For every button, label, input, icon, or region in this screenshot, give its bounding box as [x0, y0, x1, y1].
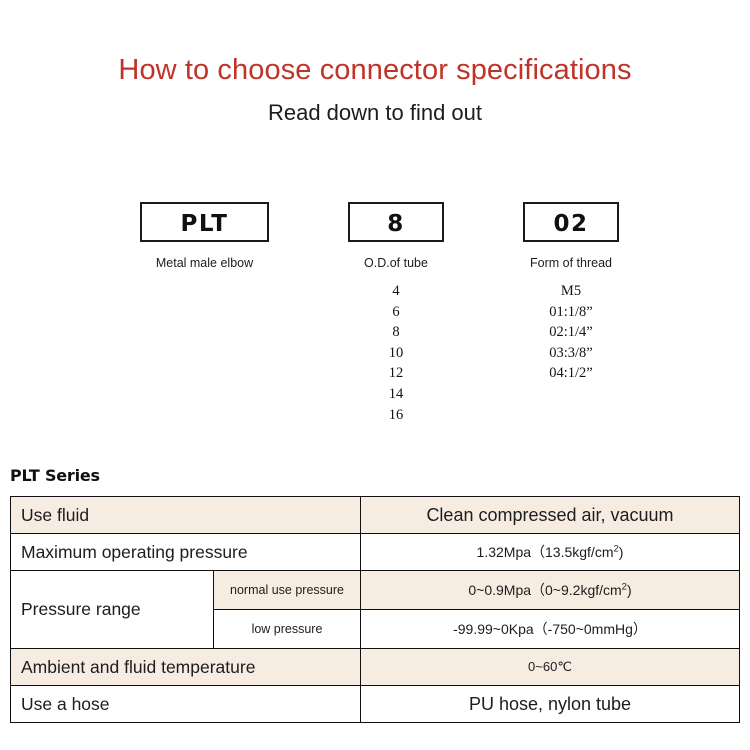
- table-row: Use a hose PU hose, nylon tube: [10, 685, 740, 723]
- code-option: 8: [392, 324, 400, 341]
- spec-label: Pressure range: [10, 570, 214, 649]
- spec-value: 0~60℃: [360, 648, 740, 686]
- code-option: 14: [388, 385, 404, 402]
- code-caption-thread: Form of thread: [530, 256, 612, 270]
- table-row: Maximum operating pressure 1.32Mpa（13.5k…: [10, 533, 740, 571]
- code-option: 16: [388, 406, 404, 423]
- code-group-od: 8 O.D.of tube 4 6 8 10 12 14 16: [348, 202, 444, 425]
- spec-label: Use fluid: [10, 496, 361, 534]
- spec-value: Clean compressed air, vacuum: [360, 496, 740, 534]
- code-group-thread: 02 Form of thread M5 01:1/8” 02:1/4” 03:…: [523, 202, 619, 384]
- page-title: How to choose connector specifications: [118, 54, 632, 86]
- code-box-series: PLT: [140, 202, 269, 242]
- code-option: 4: [392, 283, 400, 299]
- code-group-series: PLT Metal male elbow: [140, 202, 269, 281]
- spec-sub-label: low pressure: [213, 609, 361, 649]
- spec-sub-label: normal use pressure: [213, 570, 361, 610]
- table-row: Use fluid Clean compressed air, vacuum: [10, 496, 740, 534]
- code-box-thread: 02: [523, 202, 619, 242]
- spec-label: Maximum operating pressure: [10, 533, 361, 571]
- spec-value-superscript: 2: [613, 543, 619, 555]
- page-subtitle: Read down to find out: [267, 100, 483, 125]
- spec-value: 1.32Mpa（13.5kgf/cm2): [360, 533, 740, 571]
- table-row: low pressure -99.99~0Kpa（-750~0mmHg）: [11, 609, 740, 649]
- spec-value-tail: ): [618, 544, 624, 560]
- spec-label: Ambient and fluid temperature: [10, 648, 361, 686]
- code-option: 01:1/8”: [549, 303, 593, 320]
- spec-value-superscript: 2: [621, 581, 627, 593]
- code-options-od: 4 6 8 10 12 14 16: [348, 281, 444, 425]
- spec-value: -99.99~0Kpa（-750~0mmHg）: [360, 609, 740, 649]
- spec-value: PU hose, nylon tube: [360, 685, 740, 723]
- spec-series-label: PLT Series: [10, 466, 100, 485]
- spec-value-tail: ): [626, 582, 632, 598]
- code-breakdown-diagram: PLT Metal male elbow 8 O.D.of tube 4 6 8…: [140, 202, 619, 425]
- code-option: M5: [560, 283, 582, 299]
- table-row: Pressure range normal use pressure 0~0.9…: [10, 570, 740, 649]
- code-option: 10: [388, 344, 404, 361]
- spec-label: Use a hose: [10, 685, 361, 723]
- code-option: 02:1/4”: [549, 324, 593, 341]
- code-options-thread: M5 01:1/8” 02:1/4” 03:3/8” 04:1/2”: [523, 281, 619, 384]
- table-row: Ambient and fluid temperature 0~60℃: [10, 648, 740, 686]
- spec-value-text: 1.32Mpa（13.5kgf/cm: [476, 544, 614, 560]
- code-option: 12: [388, 365, 404, 382]
- code-caption-series: Metal male elbow: [155, 256, 254, 270]
- specification-table: Use fluid Clean compressed air, vacuum M…: [10, 496, 740, 723]
- code-option: 04:1/2”: [549, 365, 593, 382]
- code-caption-od: O.D.of tube: [364, 256, 428, 270]
- code-box-od: 8: [348, 202, 444, 242]
- code-option: 6: [392, 303, 400, 320]
- spec-value: 0~0.9Mpa（0~9.2kgf/cm2): [360, 570, 740, 610]
- spec-value-text: 0~0.9Mpa（0~9.2kgf/cm: [468, 582, 622, 598]
- code-option: 03:3/8”: [549, 344, 593, 361]
